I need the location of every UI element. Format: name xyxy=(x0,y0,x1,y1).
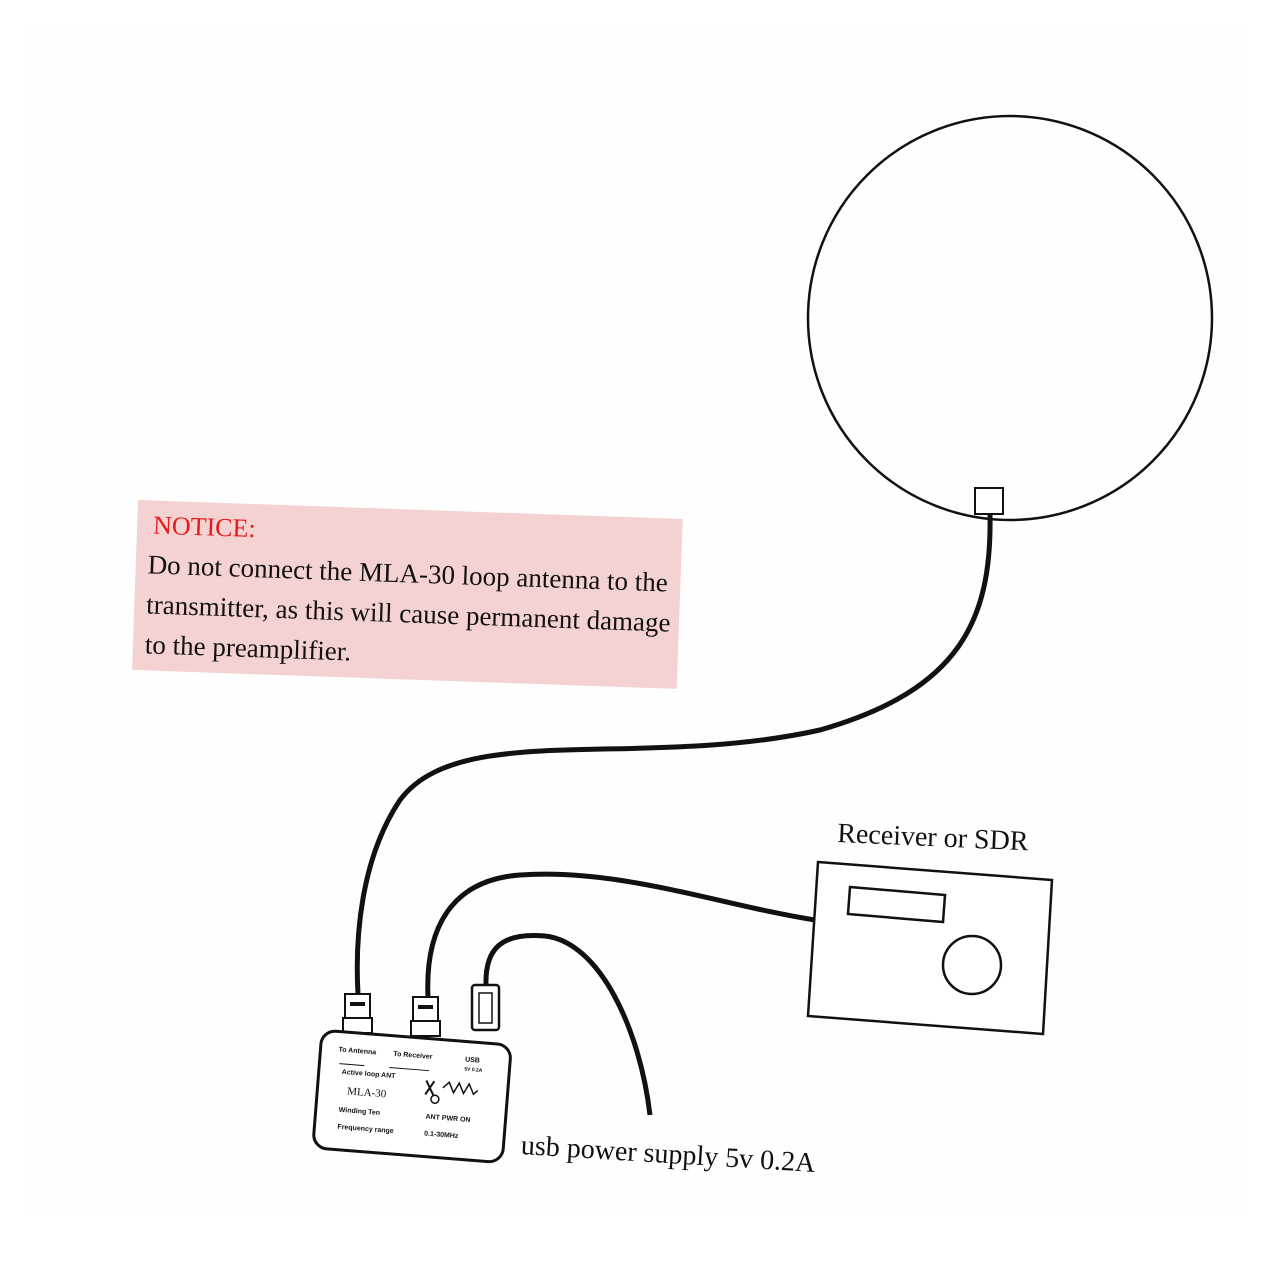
loop-antenna xyxy=(806,114,1214,522)
panel-rule xyxy=(339,1063,430,1072)
panel-usb: USB xyxy=(465,1056,480,1064)
panel-freq-value: 0.1-30MHz xyxy=(424,1131,459,1141)
panel-winding: Winding Ten xyxy=(338,1107,380,1117)
panel-usb-sub: 5V 0.2A xyxy=(464,1066,483,1073)
panel-to-antenna: To Antenna xyxy=(338,1047,376,1057)
panel-model: MLA-30 xyxy=(347,1085,387,1100)
receiver-body xyxy=(806,860,1054,1036)
receiver-display xyxy=(846,885,947,924)
notice-title: NOTICE: xyxy=(152,510,257,544)
panel-pwr: ANT PWR ON xyxy=(425,1114,471,1125)
pwr-led-symbol xyxy=(430,1094,440,1104)
receiver-sdr xyxy=(806,860,1054,1036)
usb-power-cable xyxy=(483,932,653,1116)
signal-waveform-icon xyxy=(442,1081,479,1096)
notice-body: Do not connect the MLA-30 loop antenna t… xyxy=(144,549,672,667)
receiver-knob xyxy=(941,934,1003,996)
panel-freq-label: Frequency range xyxy=(337,1124,394,1135)
antenna-feed-box xyxy=(974,487,1004,515)
connector-receiver xyxy=(410,996,441,1037)
notice-box: NOTICE: Do not connect the MLA-30 loop a… xyxy=(132,500,683,689)
connector-usb xyxy=(470,983,501,1032)
tuning-knob-symbol xyxy=(424,1080,436,1096)
mla30-controller: To Antenna To Receiver USB 5V 0.2A Activ… xyxy=(312,983,512,1164)
controller-body xyxy=(312,1029,512,1164)
panel-product: Active loop ANT xyxy=(341,1069,396,1080)
receiver-cable xyxy=(425,871,816,998)
panel-to-receiver: To Receiver xyxy=(393,1051,433,1061)
connector-antenna xyxy=(342,993,373,1034)
antenna-cable xyxy=(354,513,993,995)
